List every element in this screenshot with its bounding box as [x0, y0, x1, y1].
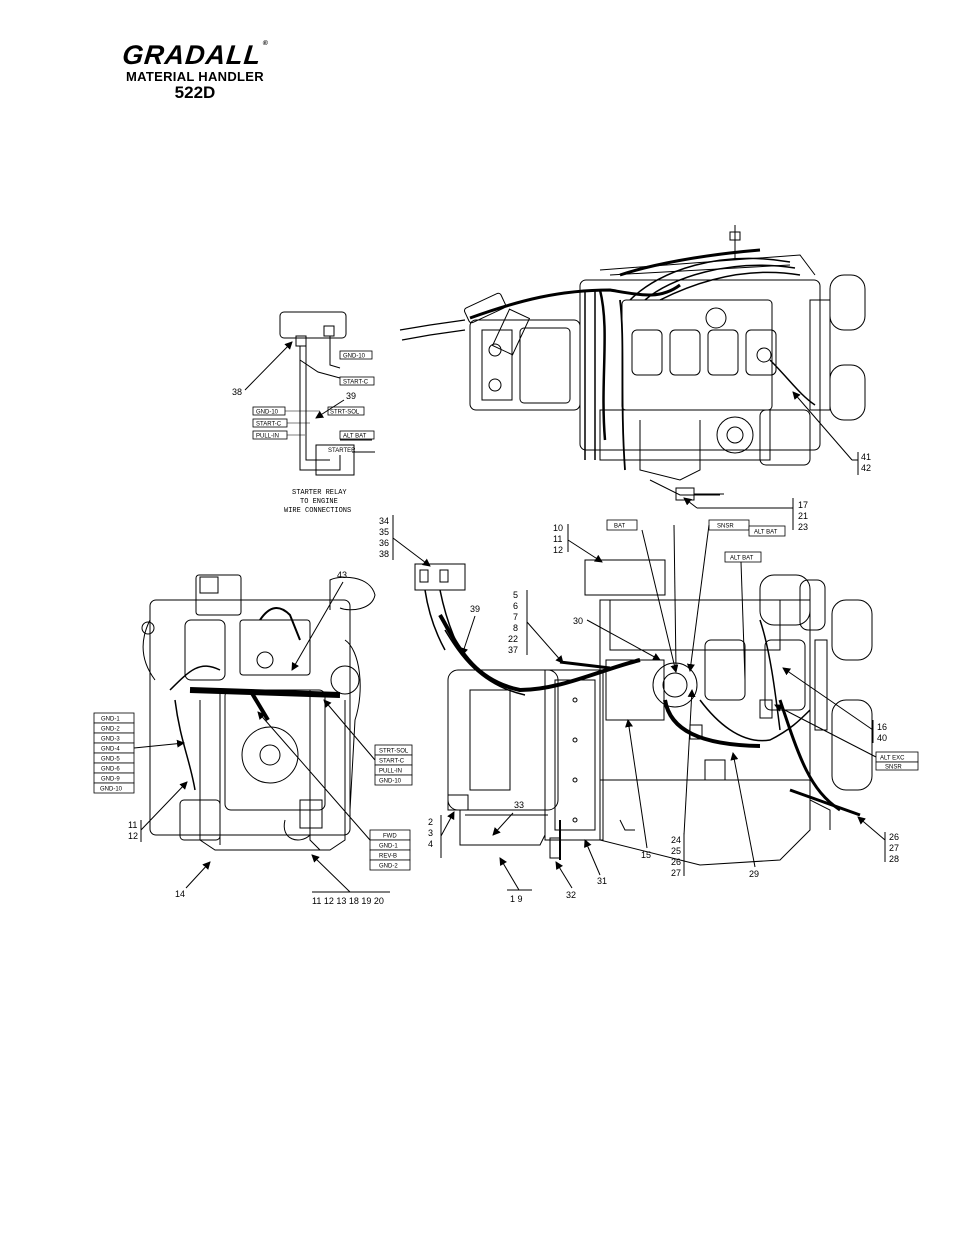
callout-26: 26: [671, 857, 681, 867]
right-view-tags: BAT SNSR ALT BAT ALT BAT ALT EXC SNSR: [606, 519, 919, 771]
left-view-callouts: 43 11 12 14 11 12 13 18 19 20: [128, 570, 390, 906]
tag-snsr: SNSR: [717, 524, 734, 530]
callout-16: 16: [877, 722, 887, 732]
tag-alt-bat-1: ALT BAT: [754, 530, 778, 536]
tag-gnd-3: GND-3: [101, 737, 120, 743]
tag-start-c-2: START-C: [379, 759, 405, 765]
callout-42: 42: [861, 463, 871, 473]
tag-gnd-2-b: GND-2: [379, 864, 398, 870]
engine-right-harness: [414, 563, 861, 860]
tag-start-c: START-C: [343, 380, 369, 386]
tag-alt-bat-2: ALT BAT: [730, 556, 754, 562]
callout-5: 5: [513, 590, 518, 600]
engine-left-view: [141, 574, 376, 851]
callout-23: 23: [798, 522, 808, 532]
callout-7: 7: [513, 612, 518, 622]
callout-11b: 11: [553, 534, 562, 544]
inset-callouts: 38 39 STARTER RELAY TO ENGINE WIRE CONNE…: [232, 341, 356, 515]
callout-4: 4: [428, 839, 433, 849]
tag-gnd-4: GND-4: [101, 747, 120, 753]
callout-41: 41: [861, 452, 871, 462]
callout-33: 33: [514, 800, 524, 810]
tag-gnd10: GND-10: [343, 354, 366, 360]
start-list: STRT-SOL START-C PULL-IN GND-10: [323, 699, 413, 786]
callout-8: 8: [513, 623, 518, 633]
callout-40: 40: [877, 733, 887, 743]
tag-bat: BAT: [614, 524, 626, 530]
subtitle: MATERIAL HANDLER: [126, 69, 264, 84]
callout-38b: 38: [379, 549, 389, 559]
callout-12b: 12: [553, 545, 563, 555]
engine-left-harness: [169, 607, 341, 791]
tag-strt-sol-2: STRT-SOL: [379, 749, 409, 755]
callout-11: 11: [128, 820, 137, 830]
callout-27b: 27: [889, 843, 899, 853]
tag-gnd-2: GND-2: [101, 727, 120, 733]
callout-2: 2: [428, 817, 433, 827]
callout-25: 25: [671, 846, 681, 856]
tag-snsr-2: SNSR: [885, 765, 902, 771]
callout-1-9: 1 9: [510, 894, 523, 904]
tag-gnd10-b: GND-10: [256, 410, 279, 416]
tag-fwd: FWD: [383, 834, 397, 840]
top-view-callouts: 41 42 17 21 23: [683, 391, 871, 532]
callout-31: 31: [597, 876, 607, 886]
inset-caption-2: TO ENGINE: [300, 498, 338, 506]
tag-gnd-10: GND-10: [100, 787, 123, 793]
tag-rev-b: REV-B: [379, 854, 397, 860]
tag-alt-bat: ALT BAT: [343, 434, 367, 440]
callout-21: 21: [798, 511, 808, 521]
inset-caption-1: STARTER RELAY: [292, 489, 347, 497]
fwd-list: FWD GND-1 REV-B GND-2: [257, 711, 411, 871]
tag-gnd-9: GND-9: [101, 777, 120, 783]
callout-3: 3: [428, 828, 433, 838]
callout-38: 38: [232, 387, 242, 397]
callout-32: 32: [566, 890, 576, 900]
right-view-callouts: 34 35 36 38 10 11 12 5 6 7 8 22 37 39 30…: [379, 515, 899, 904]
callout-24: 24: [671, 835, 681, 845]
tag-gnd-1: GND-1: [101, 717, 120, 723]
callout-29: 29: [749, 869, 759, 879]
callout-43: 43: [337, 570, 347, 580]
tag-gnd-1-b: GND-1: [379, 844, 398, 850]
callout-35: 35: [379, 527, 389, 537]
tag-gnd-6: GND-6: [101, 767, 120, 773]
tag-start-c-b: START-C: [256, 422, 282, 428]
model-number: 522D: [174, 83, 216, 102]
callout-10: 10: [553, 523, 563, 533]
tag-gnd-10-2: GND-10: [379, 779, 402, 785]
inset-caption-3: WIRE CONNECTIONS: [284, 507, 351, 515]
callout-34: 34: [379, 516, 389, 526]
tag-alt-exc: ALT EXC: [880, 756, 905, 762]
callout-39b: 39: [470, 604, 480, 614]
tag-gnd-5: GND-5: [101, 757, 120, 763]
callout-15: 15: [641, 850, 651, 860]
engine-top-view: [469, 225, 866, 501]
callout-bottom-row: 11 12 13 18 19 20: [312, 896, 384, 906]
callout-12: 12: [128, 831, 138, 841]
callout-14: 14: [175, 889, 185, 899]
tag-pull-in-2: PULL-IN: [379, 769, 402, 775]
callout-6: 6: [513, 601, 518, 611]
tag-starter: STARTER: [328, 448, 356, 454]
callout-17: 17: [798, 500, 808, 510]
callout-26b: 26: [889, 832, 899, 842]
callout-39: 39: [346, 391, 356, 401]
tag-strt-sol: STRT-SOL: [330, 410, 360, 416]
callout-36: 36: [379, 538, 389, 548]
engine-top-harness: [399, 248, 816, 471]
callout-28: 28: [889, 854, 899, 864]
gnd-list: GND-1 GND-2 GND-3 GND-4 GND-5 GND-6 GND-…: [93, 712, 185, 794]
inset-starter-relay: [279, 311, 375, 476]
header: GRADALL® MATERIAL HANDLER 522D: [100, 40, 290, 103]
inset-tags: GND-10 START-C STRT-SOL GND-10 START-C P…: [252, 350, 375, 454]
tag-pull-in: PULL-IN: [256, 434, 279, 440]
callout-37: 37: [508, 645, 518, 655]
callout-30: 30: [573, 616, 583, 626]
callout-22: 22: [508, 634, 518, 644]
callout-27: 27: [671, 868, 681, 878]
